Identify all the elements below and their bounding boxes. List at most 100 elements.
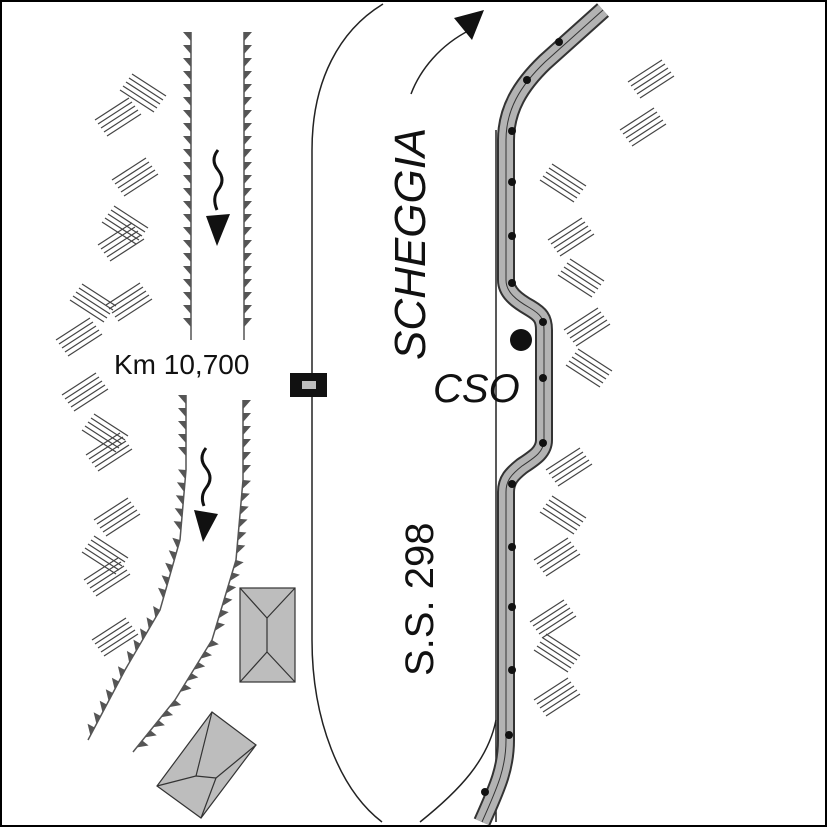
bank-tooth <box>93 712 101 725</box>
bank-tooth <box>161 710 174 718</box>
bank-tooth <box>179 684 192 693</box>
bank-tooth <box>183 97 191 107</box>
bank-tooth <box>244 71 252 81</box>
bank-tooth <box>183 318 191 328</box>
bank-tooth <box>244 97 252 107</box>
bank-tooth <box>139 628 147 641</box>
pipeline-node <box>508 666 516 674</box>
road-edge-lower-curve <box>419 719 497 823</box>
direction-arrow-shaft <box>410 29 471 95</box>
pipeline-node <box>508 232 516 240</box>
bank-tooth <box>168 550 177 562</box>
pipeline-node <box>539 318 547 326</box>
pipeline-node <box>523 76 531 84</box>
pipeline-node <box>508 178 516 186</box>
bank-tooth <box>243 452 251 462</box>
bank-tooth <box>244 58 252 68</box>
bank-tooth <box>169 700 182 708</box>
station-label: CSO <box>433 367 520 411</box>
flow-arrow-lower-icon <box>194 447 218 542</box>
bank-tooth <box>244 253 252 263</box>
bank-tooth <box>236 544 246 554</box>
pipeline-nodes <box>481 38 563 796</box>
bank-tooth <box>244 214 252 224</box>
bank-tooth <box>244 305 252 315</box>
bank-tooth <box>183 136 191 146</box>
bank-tooth <box>243 426 251 436</box>
bank-tooth <box>244 110 252 120</box>
bank-tooth <box>229 572 240 582</box>
bank-tooth <box>165 562 173 574</box>
road-name-label: SCHEGGIA <box>386 128 435 360</box>
bank-tooth <box>183 58 191 68</box>
bank-tooth <box>183 32 191 42</box>
bank-tooth <box>243 413 251 423</box>
bank-tooth <box>183 253 191 263</box>
km-marker-inner <box>302 381 316 389</box>
bank-tooth <box>183 240 191 250</box>
bank-tooth <box>244 45 252 55</box>
pipeline-node <box>539 374 547 382</box>
road-edge-left <box>311 3 384 823</box>
bank-tooth <box>183 123 191 133</box>
bank-tooth <box>233 560 244 569</box>
direction-arrow-icon <box>454 10 484 40</box>
bank-tooth <box>161 575 170 587</box>
pipeline-node <box>508 543 516 551</box>
bank-tooth <box>243 439 251 449</box>
bank-tooth <box>193 662 206 670</box>
bank-tooth <box>244 32 252 42</box>
bank-tooth <box>152 720 165 728</box>
pipeline-node <box>539 439 547 447</box>
bank-tooth <box>242 480 251 490</box>
bank-tooth <box>243 465 251 475</box>
bank-tooth <box>178 434 186 444</box>
bank-tooth <box>244 227 252 237</box>
pipeline-node <box>508 603 516 611</box>
bank-tooth <box>186 673 199 681</box>
bank-tooth <box>183 227 191 237</box>
bank-tooth <box>144 730 157 738</box>
bank-tooth <box>111 677 119 690</box>
bank-tooth <box>244 175 252 185</box>
bank-tooth <box>244 149 252 159</box>
bank-tooth <box>176 482 185 493</box>
bank-tooth <box>183 45 191 55</box>
bank-tooth <box>173 521 182 531</box>
bank-tooth <box>244 188 252 198</box>
bank-tooth <box>244 201 252 211</box>
pipeline-node <box>508 279 516 287</box>
bank-tooth <box>238 518 248 528</box>
pipeline-node <box>481 788 489 796</box>
bank-tooth <box>243 400 251 410</box>
bank-tooth <box>183 84 191 94</box>
pipeline-node <box>508 127 516 135</box>
bank-tooth <box>183 149 191 159</box>
bank-tooth <box>178 395 186 405</box>
bank-tooth <box>244 136 252 146</box>
cso-station-icon <box>510 329 532 351</box>
bank-tooth <box>175 495 184 505</box>
bank-tooth <box>178 408 186 418</box>
bank-tooth <box>153 605 160 618</box>
bank-tooth <box>244 292 252 302</box>
bank-tooth <box>207 640 219 648</box>
bank-tooth <box>183 110 191 120</box>
pipeline-node <box>555 38 563 46</box>
building-lower <box>156 711 257 819</box>
bank-tooth <box>225 584 237 594</box>
pipeline-centerline <box>481 9 604 823</box>
pipeline-node <box>508 480 516 488</box>
bank-tooth <box>244 279 252 289</box>
bank-tooth <box>183 305 191 315</box>
building-upper <box>239 587 296 683</box>
stream-lower-banks <box>87 395 251 753</box>
bank-tooth <box>99 700 107 713</box>
bank-tooth <box>183 188 191 198</box>
bank-tooth <box>244 318 252 328</box>
bank-tooth <box>183 175 191 185</box>
bank-tooth <box>178 421 186 431</box>
bank-tooth <box>136 740 149 748</box>
bank-tooth <box>178 447 186 457</box>
